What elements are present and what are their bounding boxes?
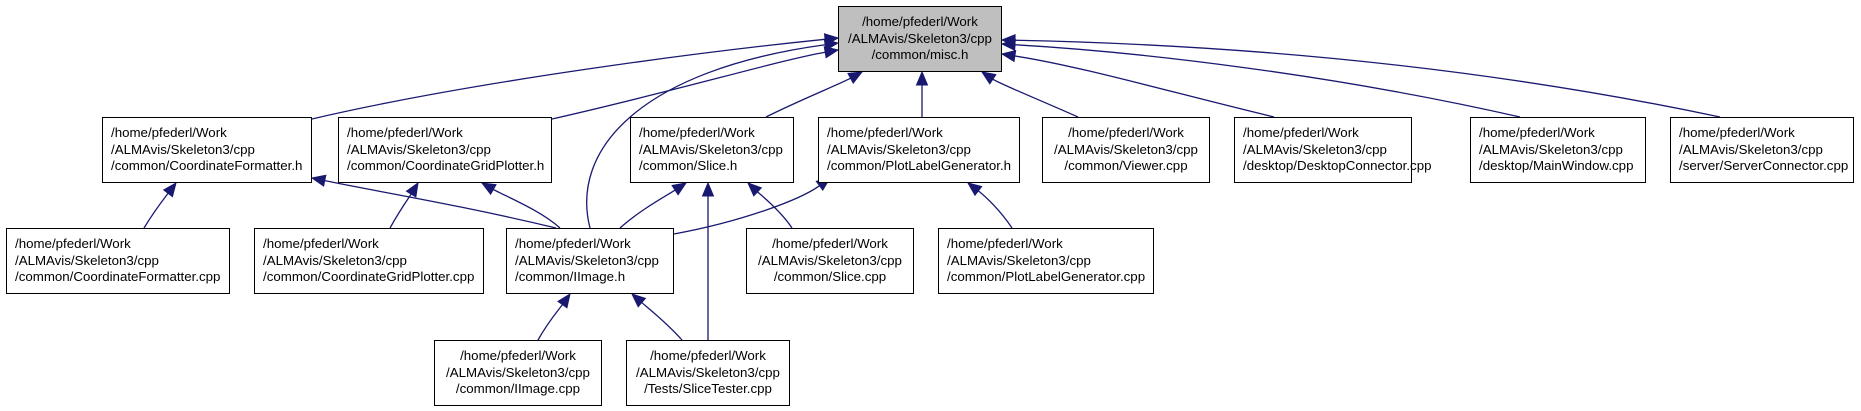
edge-line (977, 190, 1013, 229)
edge-iimage_h-to-slice_h (619, 182, 688, 229)
node-coordinate-formatter-cpp[interactable]: /home/pfederl/Work/ALMAvis/Skeleton3/cpp… (6, 228, 230, 294)
arrowhead (557, 292, 571, 309)
edge-coord_fmt_h-to-misc_h (311, 33, 840, 120)
node-coordinate-grid-plotter-cpp[interactable]: /home/pfederl/Work/ALMAvis/Skeleton3/cpp… (254, 228, 484, 294)
edge-line (551, 51, 826, 120)
edge-line (765, 77, 851, 118)
edge-iimage_h-to-coord_fmt_h (310, 174, 557, 229)
node-coordinate-grid-plotter-h[interactable]: /home/pfederl/Work/ALMAvis/Skeleton3/cpp… (338, 117, 552, 183)
arrowhead (823, 38, 840, 52)
edge-plot_label_h-to-misc_h (915, 70, 929, 117)
edge-slice_cpp-to-slice_h (747, 182, 793, 229)
arrowhead (701, 181, 715, 197)
edge-viewer_cpp-to-misc_h (980, 71, 1079, 118)
edge-slice_h-to-misc_h (765, 71, 864, 118)
arrowhead (310, 174, 327, 187)
edge-line (143, 192, 169, 229)
edge-iimage_h-to-misc_h (586, 38, 840, 229)
edge-iimage_h-to-coord_grid_h (480, 182, 561, 229)
node-server-connector-cpp[interactable]: /home/pfederl/Work/ALMAvis/Skeleton3/cpp… (1670, 117, 1854, 183)
edge-coord_grid_cpp-to-coord_grid_h (389, 181, 419, 229)
edge-slice_tester_cpp-to-iimage_h (631, 293, 683, 341)
edge-line (389, 193, 412, 229)
edge-line (492, 188, 561, 229)
node-coordinate-formatter-h[interactable]: /home/pfederl/Work/ALMAvis/Skeleton3/cpp… (102, 117, 312, 183)
edge-line (1014, 44, 1521, 118)
edge-desktop_conn_cpp-to-misc_h (1000, 49, 1275, 118)
edge-main_window_cpp-to-misc_h (1000, 38, 1521, 118)
node-viewer-cpp[interactable]: /home/pfederl/Work/ALMAvis/Skeleton3/cpp… (1042, 117, 1210, 183)
arrowhead (162, 181, 177, 198)
node-plot-label-generator-cpp[interactable]: /home/pfederl/Work/ALMAvis/Skeleton3/cpp… (938, 228, 1154, 294)
arrowhead (847, 71, 864, 84)
arrowhead (966, 182, 983, 197)
edge-line (324, 179, 557, 229)
node-iimage-h[interactable]: /home/pfederl/Work/ALMAvis/Skeleton3/cpp… (506, 228, 674, 294)
arrowhead (1000, 49, 1017, 63)
arrowhead (631, 293, 647, 308)
edge-line (1014, 55, 1275, 118)
node-plot-label-generator-h[interactable]: /home/pfederl/Work/ALMAvis/Skeleton3/cpp… (818, 117, 1020, 183)
arrowhead (915, 70, 929, 86)
edge-iimage_cpp-to-iimage_h (537, 292, 571, 341)
edge-line (537, 304, 563, 341)
node-main-window-cpp[interactable]: /home/pfederl/Work/ALMAvis/Skeleton3/cpp… (1470, 117, 1646, 183)
arrowhead (405, 181, 419, 198)
edge-server_conn_cpp-to-misc_h (1000, 34, 1721, 118)
edge-line (992, 78, 1079, 118)
node-iimage-cpp[interactable]: /home/pfederl/Work/ALMAvis/Skeleton3/cpp… (434, 340, 602, 406)
edge-line (673, 185, 820, 235)
arrowhead (980, 71, 997, 85)
edge-line (641, 302, 683, 341)
node-slice-cpp[interactable]: /home/pfederl/Work/ALMAvis/Skeleton3/cpp… (746, 228, 914, 294)
edge-line (757, 191, 793, 229)
node-slice-h[interactable]: /home/pfederl/Work/ALMAvis/Skeleton3/cpp… (630, 117, 794, 183)
edge-line (619, 189, 676, 229)
node-misc-h: /home/pfederl/Work/ALMAvis/Skeleton3/cpp… (838, 6, 1002, 72)
arrowhead (671, 182, 688, 196)
node-desktop-connector-cpp[interactable]: /home/pfederl/Work/ALMAvis/Skeleton3/cpp… (1234, 117, 1432, 183)
node-slice-tester-cpp[interactable]: /home/pfederl/Work/ALMAvis/Skeleton3/cpp… (626, 340, 790, 406)
edge-coord_fmt_cpp-to-coord_fmt_h (143, 181, 177, 229)
edge-coord_grid_h-to-misc_h (551, 46, 840, 120)
edge-line (586, 44, 826, 229)
edge-line (1014, 39, 1721, 118)
edge-slice_tester_cpp-to-slice_h (701, 181, 715, 341)
arrowhead (480, 182, 497, 196)
edge-plot_label_cpp-to-plot_label_h (966, 182, 1013, 229)
edge-line (311, 38, 826, 120)
arrowhead (747, 182, 763, 197)
arrowhead (1000, 34, 1016, 47)
